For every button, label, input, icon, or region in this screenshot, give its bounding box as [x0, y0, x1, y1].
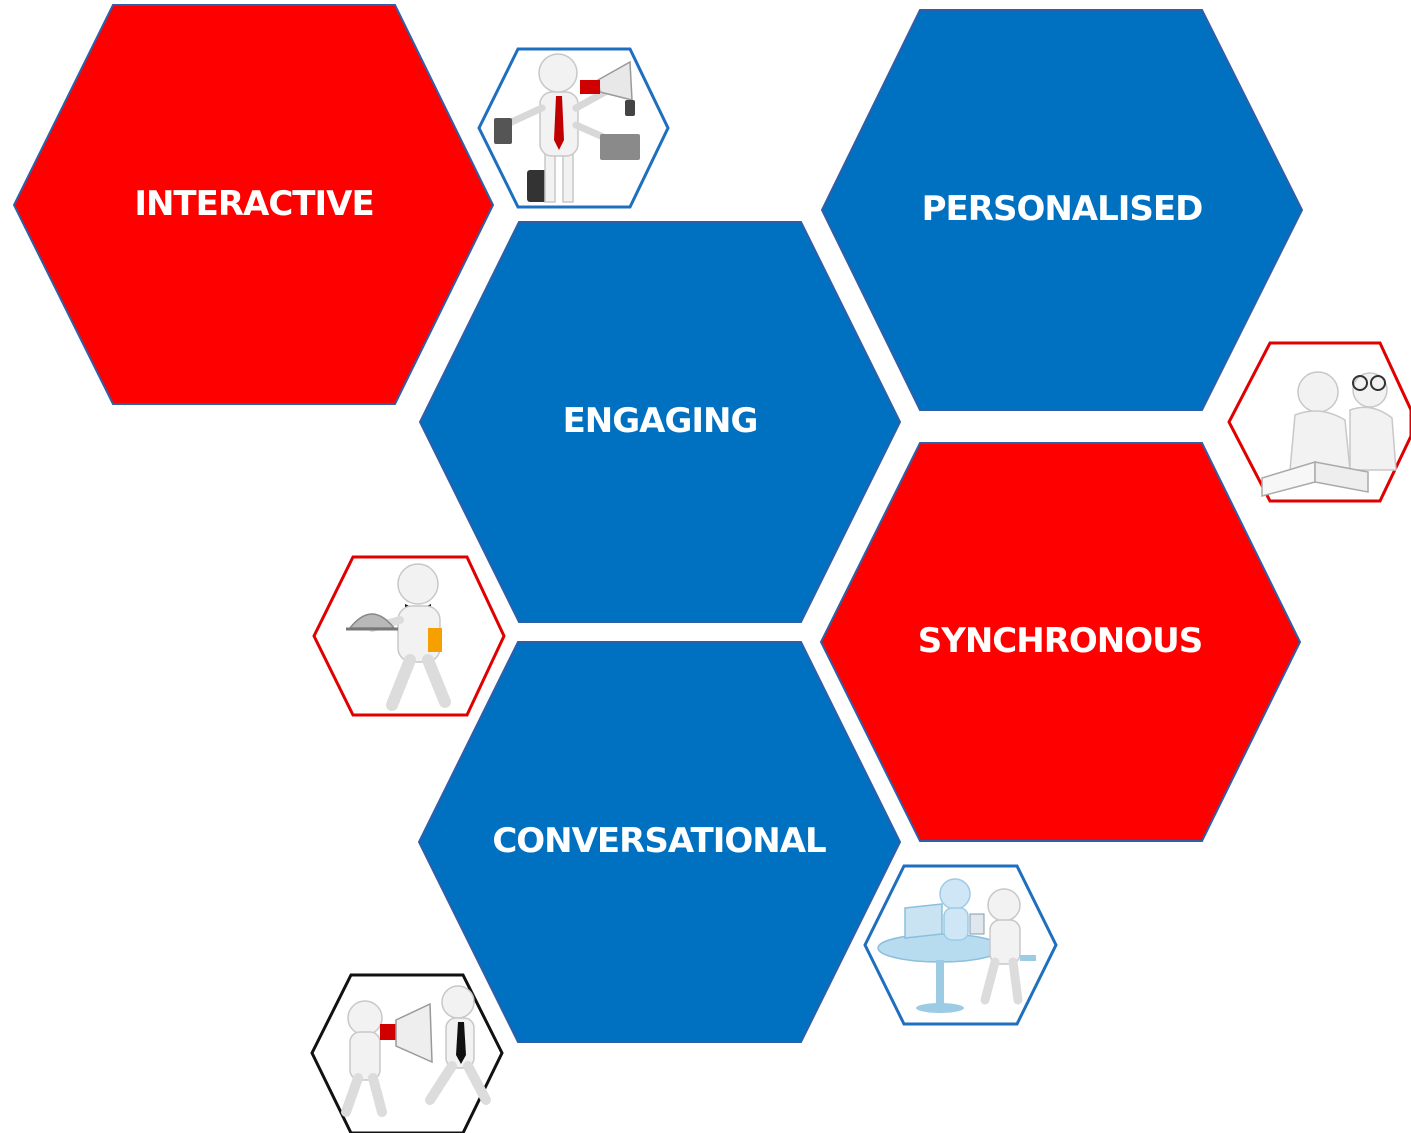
hexagon-conversational: CONVERSATIONAL: [417, 641, 902, 1043]
hexagon-engaging-label: ENGAGING: [563, 401, 758, 441]
hexagon-synchronous-shape: [819, 442, 1302, 842]
hexagon-personalised-label: PERSONALISED: [922, 189, 1203, 229]
hexagon-personalised-shape: [820, 9, 1304, 411]
hexagon-interactive-shape: [12, 4, 495, 405]
hexagon-personalised: PERSONALISED: [820, 9, 1304, 411]
waiter-person-icon: [312, 555, 506, 717]
hexagon-conversational-label: CONVERSATIONAL: [492, 821, 826, 861]
hexagon-synchronous-label: SYNCHRONOUS: [918, 621, 1203, 661]
megaphone-shouting-icon: [310, 973, 504, 1133]
hexagon-interactive-label: INTERACTIVE: [134, 184, 373, 224]
reading-people-icon: [1227, 341, 1411, 503]
hexagon-interactive: INTERACTIVE: [12, 4, 495, 405]
hexagon-synchronous: SYNCHRONOUS: [819, 442, 1302, 842]
hexagon-engaging-shape: [418, 221, 902, 623]
hexagon-engaging: ENGAGING: [418, 221, 902, 623]
meeting-table-icon: [863, 864, 1058, 1026]
hexagon-conversational-shape: [417, 641, 902, 1043]
multitasking-person-icon: [477, 47, 670, 209]
